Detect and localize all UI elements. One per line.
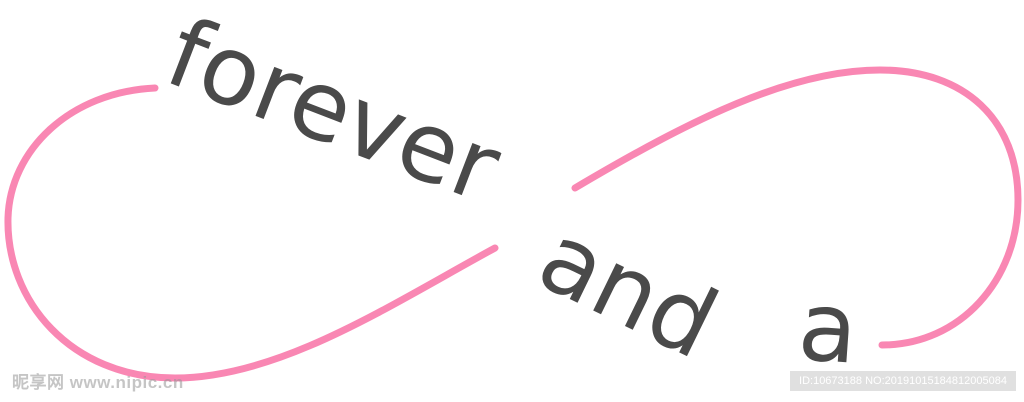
site-watermark: 昵享网 www.nipic.cn xyxy=(12,373,184,392)
infinity-loop-left xyxy=(4,84,499,382)
infinity-loop-right xyxy=(571,66,1022,349)
image-id-watermark: ID:10673188 NO:20191015184812005084 xyxy=(790,371,1016,391)
word-a: a xyxy=(794,270,862,386)
